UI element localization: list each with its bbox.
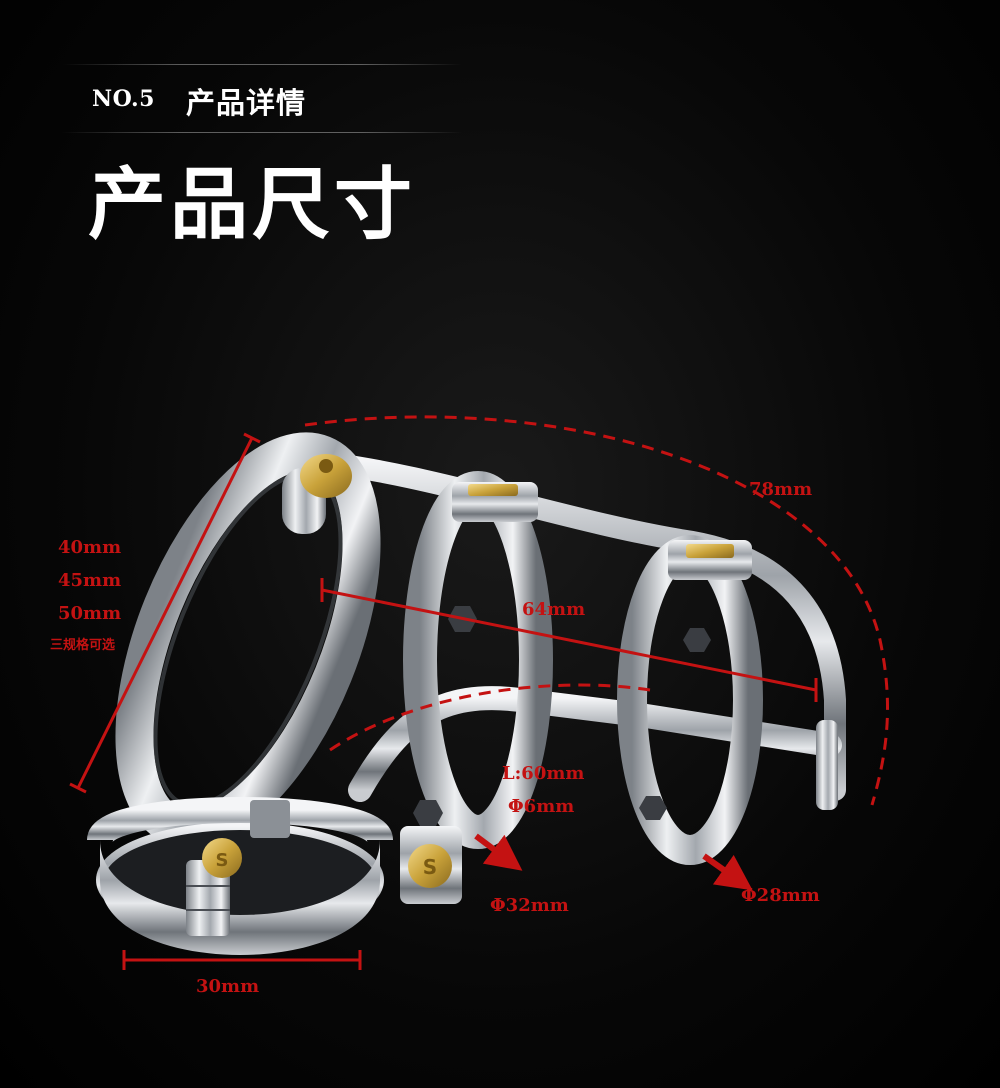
front-ring-arrow-icon: [474, 833, 523, 871]
rear-ring-diameter-label: Φ28mm: [741, 885, 820, 906]
middle-ring: S: [400, 471, 553, 904]
base-ring: S: [87, 797, 393, 955]
ring-size-line: [76, 437, 254, 789]
svg-text:S: S: [216, 850, 229, 871]
header-top-rule: [62, 64, 462, 65]
brass-lock-icon: [408, 844, 452, 888]
overall-length-line: [304, 415, 890, 806]
section-number: NO.5: [92, 86, 155, 112]
ring-size-note: 三规格可选: [50, 638, 116, 653]
screw-icon: [413, 800, 443, 826]
base-width-label: 30mm: [196, 976, 260, 997]
inner-length-line: [321, 588, 817, 692]
overall-length-label: 78mm: [749, 479, 813, 500]
svg-text:S: S: [423, 855, 437, 879]
screw-icon: [639, 796, 667, 820]
inner-length-label: 64mm: [522, 599, 586, 620]
screw-icon: [683, 628, 711, 652]
ring-size-label-1: 40mm: [58, 537, 122, 558]
header-bottom-rule: [62, 132, 462, 133]
rear-post: [816, 720, 838, 810]
ring-size-label-3: 50mm: [58, 603, 122, 624]
page-title: 产品尺寸: [88, 160, 417, 250]
front-ring-diameter-label: Φ32mm: [490, 895, 569, 916]
rod-length-line: [329, 683, 651, 752]
dimension-lines: [69, 415, 890, 970]
brass-lock-icon: [202, 838, 242, 878]
rear-ring-arrow-icon: [702, 853, 753, 891]
ring-size-label-2: 45mm: [58, 570, 122, 591]
rear-ring: [617, 535, 763, 865]
rod-length-label: L:60mm: [502, 763, 585, 784]
rod-diameter-label: Φ6mm: [508, 796, 575, 817]
section-title: 产品详情: [186, 86, 307, 120]
